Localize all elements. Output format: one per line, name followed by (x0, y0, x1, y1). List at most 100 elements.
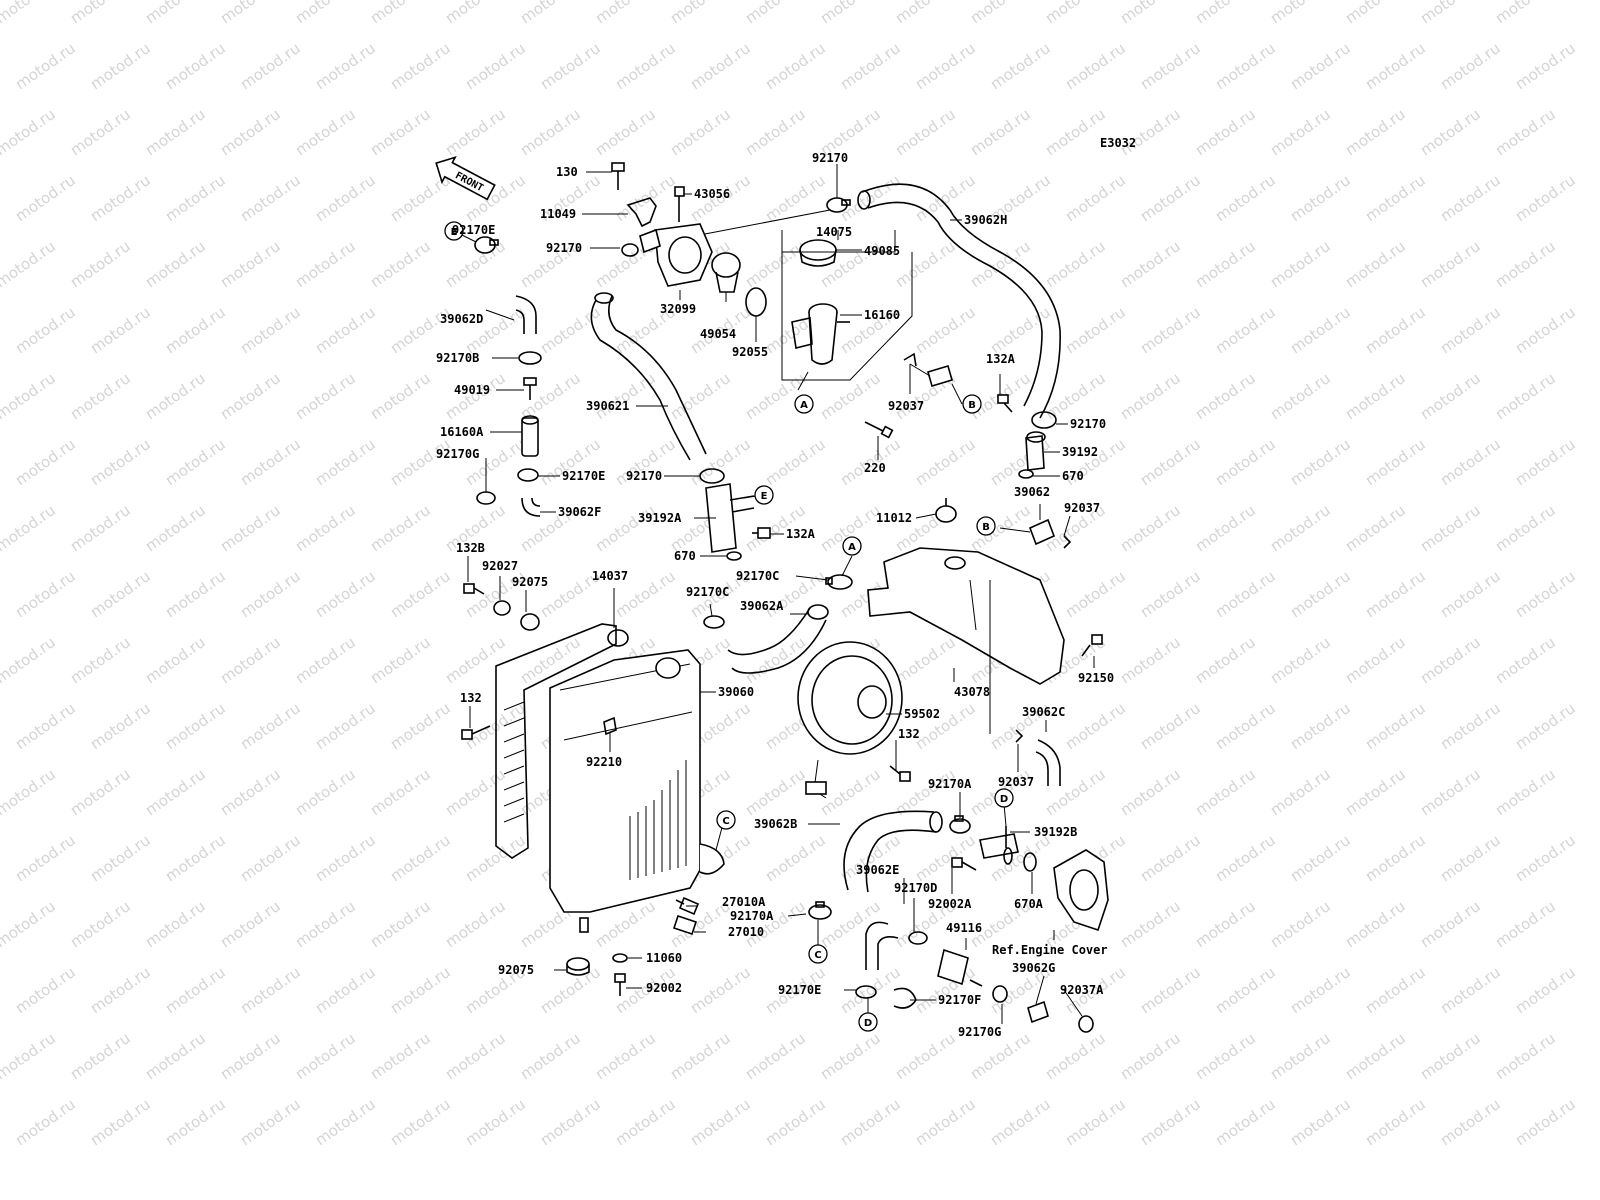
watermark-text: motod.ru (1417, 1029, 1484, 1083)
part-label: 132B (456, 541, 485, 555)
watermark-text: motod.ru (762, 831, 829, 885)
watermark-text: motod.ru (1042, 369, 1109, 423)
watermark-text: motod.ru (367, 369, 434, 423)
watermark-text: motod.ru (1192, 501, 1259, 555)
watermark-text: motod.ru (1267, 237, 1334, 291)
watermark-text: motod.ru (312, 567, 379, 621)
reservoir-cap-11012 (935, 498, 957, 523)
watermark-text: motod.ru (762, 39, 829, 93)
bolt-49019 (523, 377, 537, 400)
watermark-text: motod.ru (1492, 765, 1559, 819)
watermark-text: motod.ru (1042, 1029, 1109, 1083)
watermark-text: motod.ru (1117, 765, 1184, 819)
watermark-text: motod.ru (1492, 501, 1559, 555)
part-label: 132 (898, 727, 920, 741)
part-label: 39062E (856, 863, 899, 877)
watermark-text: motod.ru (1492, 369, 1559, 423)
watermark-text: motod.ru (312, 831, 379, 885)
watermark-text: motod.ru (87, 435, 154, 489)
watermark-text: motod.ru (1417, 765, 1484, 819)
part-label: 92037 (888, 399, 924, 413)
part-label: 39062D (440, 312, 483, 326)
watermark-text: motod.ru (237, 303, 304, 357)
ref-marker-b-top: B (962, 394, 982, 414)
watermark-text: motod.ru (612, 171, 679, 225)
watermark-text: motod.ru (442, 897, 509, 951)
watermark-text: motod.ru (1267, 501, 1334, 555)
watermark-text: motod.ru (162, 171, 229, 225)
watermark-text: motod.ru (0, 1029, 59, 1083)
part-label: 11012 (876, 511, 912, 525)
o-ring-92055 (745, 287, 767, 317)
watermark-text: motod.ru (592, 0, 659, 27)
hose-39062E (865, 921, 899, 970)
watermark-text: motod.ru (142, 1029, 209, 1083)
watermark-text: motod.ru (312, 171, 379, 225)
watermark-text: motod.ru (1342, 765, 1409, 819)
watermark-text: motod.ru (142, 237, 209, 291)
watermark-text: motod.ru (592, 369, 659, 423)
part-label: 49054 (700, 327, 736, 341)
watermark-text: motod.ru (1137, 963, 1204, 1017)
watermark-text: motod.ru (742, 765, 809, 819)
watermark-text: motod.ru (892, 0, 959, 27)
watermark-text: motod.ru (1417, 369, 1484, 423)
o-ring-670A (1023, 852, 1037, 872)
watermark-text: motod.ru (442, 105, 509, 159)
part-label: 39062A (740, 599, 784, 613)
watermark-text: motod.ru (442, 0, 509, 27)
clamp-92037A (1078, 1015, 1094, 1033)
watermark-text: motod.ru (1342, 633, 1409, 687)
watermark-text: motod.ru (1362, 831, 1429, 885)
watermark-text: motod.ru (1267, 633, 1334, 687)
watermark-text: motod.ru (387, 1095, 454, 1149)
bracket-11049 (626, 197, 657, 228)
watermark-text: motod.ru (1362, 435, 1429, 489)
svg-text:E: E (761, 491, 768, 502)
radiator-fins (629, 760, 687, 880)
clamp-92170E-low (855, 985, 877, 999)
watermark-text: motod.ru (667, 105, 734, 159)
watermark-text: motod.ru (987, 303, 1054, 357)
watermark-text: motod.ru (237, 567, 304, 621)
watermark-text: motod.ru (292, 897, 359, 951)
watermark-text: motod.ru (292, 633, 359, 687)
watermark-text: motod.ru (742, 105, 809, 159)
watermark-text: motod.ru (12, 831, 79, 885)
part-label: 16160 (864, 308, 900, 322)
watermark-text: motod.ru (312, 963, 379, 1017)
watermark-text: motod.ru (1437, 567, 1504, 621)
part-label: 92170 (812, 151, 848, 165)
part-label: 92037 (998, 775, 1034, 789)
watermark-text: motod.ru (0, 501, 59, 555)
watermark-text: motod.ru (67, 369, 134, 423)
watermark-text: motod.ru (0, 765, 59, 819)
watermark-text: motod.ru (442, 765, 509, 819)
bolt-92002 (614, 973, 626, 996)
watermark-text: motod.ru (217, 501, 284, 555)
hose-39062H (861, 183, 1061, 419)
part-label: 390621 (586, 399, 629, 413)
hose-piece-92037-top (927, 365, 953, 387)
watermark-text: motod.ru (0, 105, 59, 159)
watermark-text: motod.ru (1437, 963, 1504, 1017)
watermark-text: motod.ru (12, 435, 79, 489)
watermark-text: motod.ru (1267, 1029, 1334, 1083)
watermark-text: motod.ru (612, 1095, 679, 1149)
watermark-text: motod.ru (1362, 171, 1429, 225)
watermark-text: motod.ru (537, 1095, 604, 1149)
watermark-text: motod.ru (1512, 435, 1579, 489)
watermark-text: motod.ru (1062, 699, 1129, 753)
watermark-text: motod.ru (1137, 1095, 1204, 1149)
grommet-92027 (493, 600, 511, 616)
part-label: 39062C (1022, 705, 1065, 719)
watermark-text: motod.ru (387, 831, 454, 885)
bolt-132A-mid (752, 527, 771, 539)
watermark-text: motod.ru (312, 39, 379, 93)
bolt-132B (463, 583, 485, 595)
watermark-text: motod.ru (0, 897, 59, 951)
watermark-text: motod.ru (217, 633, 284, 687)
part-label: 39192B (1034, 825, 1077, 839)
o-ring-670-right (1018, 469, 1034, 479)
watermark-text: motod.ru (387, 567, 454, 621)
